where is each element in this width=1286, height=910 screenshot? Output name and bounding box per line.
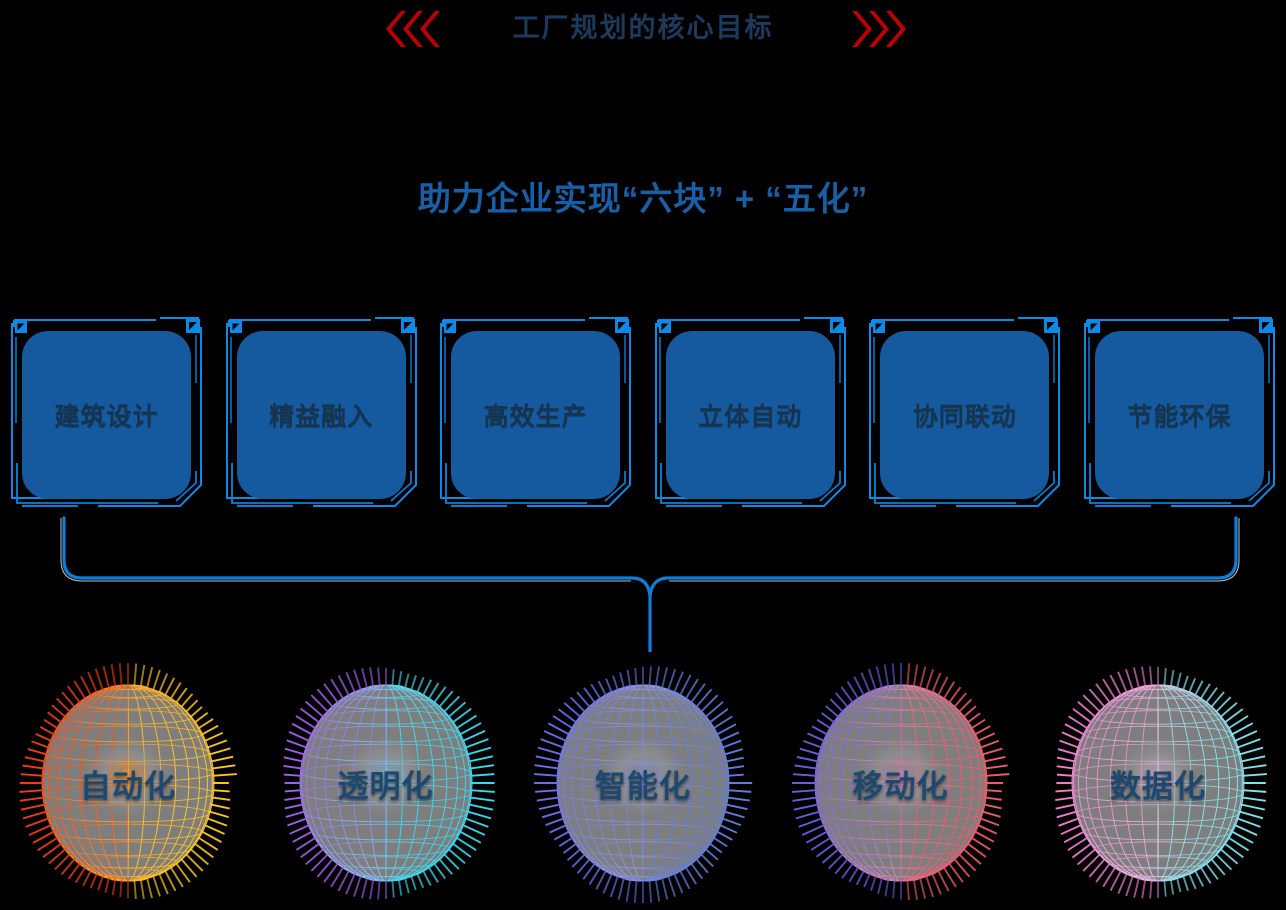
wireframe-sphere (1055, 666, 1267, 899)
sphere-card[interactable]: 透明化 (268, 658, 504, 908)
block-card-label: 节能环保 (1127, 403, 1232, 431)
sphere-card[interactable]: 数据化 (1040, 658, 1276, 908)
block-card-body: 协同联动 (880, 331, 1050, 499)
block-card-label: 建筑设计 (54, 403, 159, 431)
sphere-row: 自动化 透明化 智能化 移动化 数据化 (10, 658, 1276, 908)
chevron-right-icon (868, 11, 889, 47)
subtitle: 助力企业实现“六块” + “五化” (417, 180, 869, 217)
block-card-label: 立体自动 (698, 403, 803, 431)
sphere-card-label: 自动化 (80, 768, 176, 804)
block-card-body: 精益融入 (236, 331, 406, 499)
block-card-body: 节能环保 (1094, 331, 1264, 499)
sphere-card[interactable]: 移动化 (783, 658, 1019, 908)
sphere-card[interactable]: 自动化 (10, 658, 246, 908)
chevron-right-icon (885, 11, 906, 47)
wireframe-sphere (533, 666, 753, 904)
wireframe-sphere (791, 662, 1009, 901)
header: 工厂规划的核心目标 (0, 4, 1286, 52)
chevron-left-icon (401, 11, 423, 47)
sphere-card-label: 智能化 (595, 768, 691, 804)
chevron-double-left-icon (384, 8, 440, 48)
page-title: 工厂规划的核心目标 (512, 12, 774, 43)
chevron-left-icon (418, 11, 440, 47)
block-card[interactable]: 高效生产 (437, 313, 634, 518)
wireframe-sphere (19, 663, 237, 900)
block-row: 建筑设计 精益融入 高效生产 立体自动 协同联动 节能环保 (8, 313, 1278, 518)
block-card-label: 协同联动 (912, 403, 1017, 431)
sphere-card-label: 移动化 (852, 768, 949, 804)
chevron-right-icon (851, 11, 872, 47)
block-card-label: 高效生产 (483, 403, 588, 431)
block-card[interactable]: 立体自动 (652, 313, 849, 518)
block-card[interactable]: 节能环保 (1081, 313, 1278, 518)
block-card-body: 立体自动 (665, 331, 835, 499)
sphere-card-label: 透明化 (337, 768, 434, 804)
brace-connector (60, 516, 1240, 652)
block-card-body: 高效生产 (451, 331, 621, 499)
chevron-double-right-icon (851, 8, 906, 48)
block-card[interactable]: 精益融入 (223, 313, 420, 518)
sphere-card[interactable]: 智能化 (525, 658, 761, 908)
wireframe-sphere (282, 667, 495, 900)
block-card-label: 精益融入 (269, 403, 374, 431)
block-card[interactable]: 协同联动 (866, 313, 1063, 518)
sphere-card-label: 数据化 (1110, 768, 1206, 804)
block-card-body: 建筑设计 (22, 331, 191, 499)
block-card[interactable]: 建筑设计 (8, 313, 205, 518)
chevron-left-icon (384, 11, 406, 47)
